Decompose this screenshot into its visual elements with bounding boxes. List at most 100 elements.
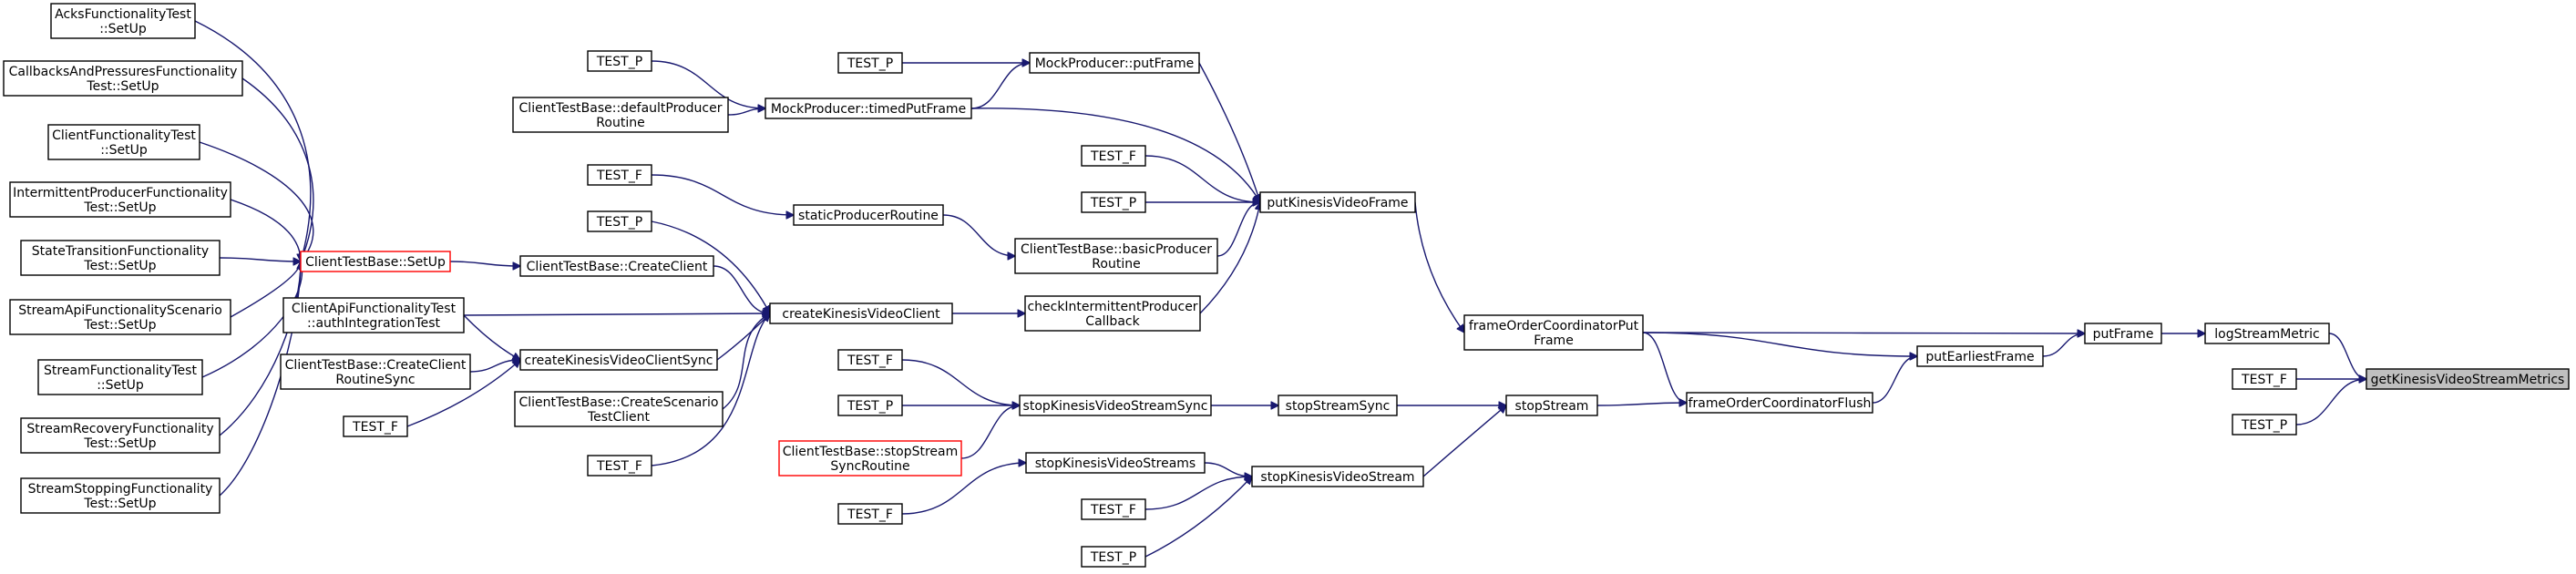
node-box <box>1251 466 1424 487</box>
node-box <box>1019 395 1212 416</box>
node-testp_c[interactable]: TEST_P <box>837 52 903 74</box>
node-logmetric[interactable]: logStreamMetric <box>2204 323 2330 344</box>
node-label: TEST_P <box>847 56 893 71</box>
node-streamapi[interactable]: StreamApiFunctionalityScenarioTest::SetU… <box>9 299 231 335</box>
node-stopkvstream[interactable]: stopKinesisVideoStream <box>1251 466 1424 487</box>
node-setup[interactable]: ClientTestBase::SetUp <box>300 251 451 272</box>
node-intermittent[interactable]: IntermittentProducerFunctionalityTest::S… <box>9 181 231 218</box>
node-label: ::SetUp <box>97 378 144 393</box>
node-box <box>769 302 953 324</box>
node-box <box>587 210 652 232</box>
node-staticproducer[interactable]: staticProducerRoutine <box>793 204 944 226</box>
node-box <box>343 415 408 437</box>
edge-callbacks-to-setup <box>241 77 314 261</box>
node-label: StreamStoppingFunctionality <box>28 482 213 497</box>
node-stopkvstreams[interactable]: stopKinesisVideoStreams <box>1025 452 1206 474</box>
node-streamfunc[interactable]: StreamFunctionalityTest::SetUp <box>37 359 203 395</box>
node-label: stopStream <box>1515 399 1589 414</box>
node-stopkvss[interactable]: stopKinesisVideoStreamSync <box>1019 395 1212 416</box>
node-label: Test::SetUp <box>83 200 156 215</box>
node-label: TEST_F <box>596 169 642 183</box>
node-label: Routine <box>596 116 644 130</box>
edge-authint-to-createsync <box>463 314 520 360</box>
edge-testf_a-to-createsync <box>406 360 520 427</box>
node-testf_f[interactable]: TEST_F <box>837 503 903 525</box>
node-label: SyncRoutine <box>830 459 909 474</box>
node-label: TEST_P <box>596 215 642 230</box>
node-testf_d[interactable]: TEST_F <box>1081 145 1146 167</box>
edge-testf_f-to-stopkvstreams <box>901 463 1026 515</box>
node-label: TEST_P <box>596 55 642 69</box>
node-createsync[interactable]: createKinesisVideoClientSync <box>519 349 718 371</box>
node-box <box>3 60 243 97</box>
node-box <box>2204 323 2330 344</box>
node-focflush[interactable]: frameOrderCoordinatorFlush <box>1686 392 1873 414</box>
node-box <box>837 395 903 416</box>
node-testp_e[interactable]: TEST_P <box>837 395 903 416</box>
node-createkvc[interactable]: createKinesisVideoClient <box>769 302 953 324</box>
edge-checkintermittent-to-putkvf <box>1199 202 1260 314</box>
node-createclient[interactable]: ClientTestBase::CreateClient <box>519 255 714 277</box>
node-label: stopKinesisVideoStreamSync <box>1023 399 1208 414</box>
edge-stopkvstream-to-stopstream <box>1422 405 1506 477</box>
edge-focput-to-putearliest <box>1642 332 1917 356</box>
edge-stopstreamsyncroutine-to-stopkvss <box>960 405 1020 459</box>
node-label: ClientTestBase::SetUp <box>305 255 446 270</box>
node-testf_b[interactable]: TEST_F <box>587 455 652 477</box>
edge-testp_a-to-mocktimed <box>651 60 765 108</box>
node-box <box>47 124 200 160</box>
node-label: StreamApiFunctionalityScenario <box>18 303 222 318</box>
node-putframe[interactable]: putFrame <box>2084 323 2162 344</box>
node-testf_h[interactable]: TEST_F <box>2232 368 2297 390</box>
node-label: ::SetUp <box>99 22 147 36</box>
edge-testf_c-to-staticproducer <box>651 174 794 215</box>
node-testp_d[interactable]: TEST_P <box>1081 191 1146 213</box>
node-testp_b[interactable]: TEST_P <box>587 210 652 232</box>
node-testf_a[interactable]: TEST_F <box>343 415 408 437</box>
node-testp_h[interactable]: TEST_P <box>2232 414 2297 436</box>
edge-intermittent-to-setup <box>230 199 301 261</box>
edge-testf_e-to-stopkvss <box>901 359 1020 405</box>
edge-streamstopping-to-setup <box>219 261 301 497</box>
node-authint[interactable]: ClientApiFunctionalityTest::authIntegrat… <box>282 297 465 333</box>
node-clientfunc[interactable]: ClientFunctionalityTest::SetUp <box>47 124 200 160</box>
node-label: TEST_F <box>1090 149 1136 164</box>
node-callbacks[interactable]: CallbacksAndPressuresFunctionalityTest::… <box>3 60 243 97</box>
node-stopstream[interactable]: stopStream <box>1505 395 1598 416</box>
node-box <box>2232 368 2297 390</box>
node-acks[interactable]: AcksFunctionalityTest::SetUp <box>50 3 196 39</box>
node-box <box>1081 145 1146 167</box>
edge-staticproducer-to-basicproducer <box>942 214 1015 256</box>
node-testp_f[interactable]: TEST_P <box>1081 546 1146 568</box>
node-mocktimed[interactable]: MockProducer::timedPutFrame <box>765 97 972 119</box>
node-stopstreamsync[interactable]: stopStreamSync <box>1278 395 1398 416</box>
node-label: Callback <box>1085 314 1140 329</box>
node-testp_a[interactable]: TEST_P <box>587 50 652 72</box>
node-box <box>37 359 203 395</box>
node-label: checkIntermittentProducer <box>1027 300 1197 314</box>
node-mockput[interactable]: MockProducer::putFrame <box>1029 52 1200 74</box>
node-putearliest[interactable]: putEarliestFrame <box>1916 345 2044 367</box>
node-testf_g[interactable]: TEST_F <box>1081 498 1146 520</box>
node-label: TEST_F <box>847 354 893 368</box>
node-label: stopKinesisVideoStreams <box>1035 456 1196 471</box>
node-box <box>1081 546 1146 568</box>
node-label: TEST_P <box>1090 196 1136 210</box>
node-box <box>1029 52 1200 74</box>
node-putkvf[interactable]: putKinesisVideoFrame <box>1259 191 1416 213</box>
node-testf_c[interactable]: TEST_F <box>587 164 652 186</box>
node-label: staticProducerRoutine <box>798 209 939 223</box>
node-getmetrics[interactable]: getKinesisVideoStreamMetrics <box>2366 368 2570 390</box>
edge-acks-to-setup <box>194 20 312 261</box>
node-testf_e[interactable]: TEST_F <box>837 349 903 371</box>
